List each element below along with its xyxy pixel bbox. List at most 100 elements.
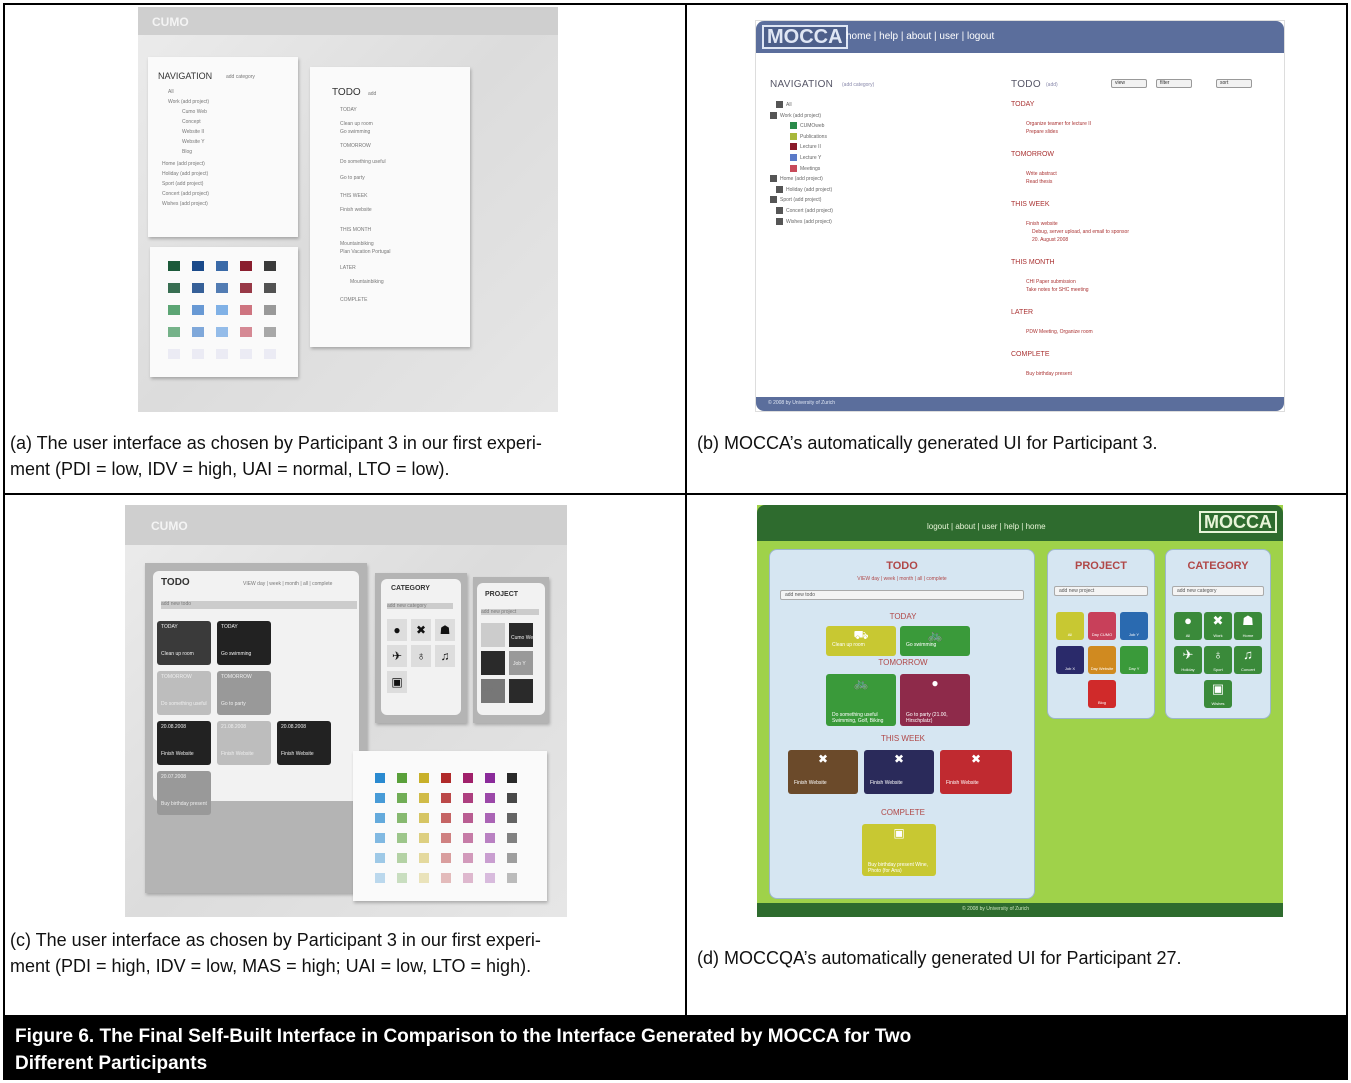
todo-card[interactable]: ✖Finish Website — [864, 750, 934, 794]
nav-item[interactable]: Concert (add project) — [786, 208, 833, 214]
todo-card[interactable]: ●Go to party (21.00, Hirschplatz) — [900, 674, 970, 726]
todo-card[interactable]: 🚲Go swimming — [900, 626, 970, 656]
paper-nav-item: Home (add project) — [162, 161, 205, 167]
view-button[interactable]: view — [1111, 79, 1147, 88]
todo-card-label: Buy birthday present — [161, 801, 207, 807]
todo-section-title: TOMORROW — [878, 658, 928, 667]
project-tile[interactable]: Job X — [1056, 646, 1084, 674]
nav-item[interactable]: Holiday (add project) — [786, 186, 833, 193]
filter-button[interactable]: filter — [1156, 79, 1192, 88]
todo-card[interactable]: ✖Finish Website — [788, 750, 858, 794]
project-tile[interactable]: Day Website — [1088, 646, 1116, 674]
nav-item[interactable]: Publications — [800, 133, 827, 140]
todo-card-icon: ✖ — [970, 752, 982, 766]
category-tile[interactable]: ✈Holiday — [1174, 646, 1202, 674]
todo-item[interactable]: Prepare slides — [1026, 129, 1058, 135]
nav-item[interactable]: Meetings — [800, 165, 821, 172]
todo-item[interactable]: Debug, server upload, and email to spons… — [1032, 229, 1130, 235]
todo-card-icon: ⛟ — [853, 628, 869, 642]
todo-card[interactable]: 🚲Do something useful Swimming, Golf, Bik… — [826, 674, 896, 726]
color-swatch — [463, 773, 473, 783]
color-swatch — [397, 793, 407, 803]
figure-title-line2: Different Participants — [15, 1053, 208, 1074]
paper-todo-item: Finish website — [340, 207, 372, 213]
paper-nav-item: All — [168, 89, 174, 95]
category-tile[interactable]: ☗Home — [1234, 612, 1262, 640]
paper-nav-item: Sport (add project) — [162, 181, 204, 187]
color-swatch — [419, 853, 429, 863]
add-category-dropdown[interactable]: add new category — [1172, 586, 1264, 596]
nav-item-color-square — [790, 164, 797, 172]
top-nav[interactable]: home | help | about | user | logout — [846, 31, 995, 42]
nav-item[interactable]: Wishes (add project) — [786, 218, 832, 225]
nav-item[interactable]: Home (add project) — [780, 176, 823, 183]
nav-item[interactable]: CUMOweb — [800, 123, 825, 130]
todo-section-title: THIS MONTH — [1011, 259, 1055, 266]
figure-title-bar: Figure 6. The Final Self-Built Interface… — [5, 1015, 1346, 1080]
todo-card[interactable]: ✖Finish Website — [940, 750, 1012, 794]
project-tile[interactable]: All — [1056, 612, 1084, 640]
category-tile[interactable]: ✖Work — [1204, 612, 1232, 640]
todo-view[interactable]: VIEW day | week | month | all | complete — [857, 576, 947, 582]
paper-todo: TODO add TODAY Clean up room Go swimming… — [310, 67, 470, 347]
todo-card[interactable]: ▣Buy birthday present Wine, Photo (for A… — [862, 824, 936, 876]
color-swatch — [485, 873, 495, 883]
todo-item[interactable]: CHI Paper submission — [1026, 279, 1076, 285]
todo-item[interactable]: Take notes for SHC meeting — [1026, 287, 1089, 293]
todo-item[interactable]: PDW Meeting, Organize room — [1026, 329, 1093, 335]
todo-item[interactable]: Buy birthday present — [1026, 371, 1072, 377]
color-swatch — [419, 873, 429, 883]
todo-item[interactable]: Write abstract — [1026, 171, 1057, 177]
project-tile-label: Blog — [483, 687, 494, 693]
paper-todo-item: Clean up room — [340, 121, 373, 127]
category-tile[interactable]: ●All — [1174, 612, 1202, 640]
category-icon: ● — [387, 619, 407, 641]
todo-item[interactable]: 20. August 2008 — [1032, 237, 1069, 243]
color-swatch — [441, 793, 451, 803]
nav-item-color-square — [790, 143, 797, 151]
sort-button[interactable]: sort — [1216, 79, 1252, 88]
color-swatch — [264, 305, 276, 315]
category-tile[interactable]: ▣Wishes — [1204, 680, 1232, 708]
project-tile-label: All — [1067, 632, 1073, 637]
color-swatch — [192, 283, 204, 293]
color-swatch — [441, 813, 451, 823]
color-swatch — [485, 773, 495, 783]
nav-item[interactable]: Lecture II — [800, 144, 821, 151]
todo-item[interactable]: Organize teamer for lecture II — [1026, 121, 1092, 127]
category-tile[interactable]: ♫Concert — [1234, 646, 1262, 674]
nav-item[interactable]: All — [786, 102, 792, 108]
todo-section-title: TOMORROW — [1011, 151, 1055, 158]
project-tile[interactable]: Job Y — [1120, 612, 1148, 640]
color-swatch — [216, 261, 228, 271]
paper-todo-section: THIS MONTH — [340, 227, 372, 233]
todo-item[interactable]: Read thesis — [1026, 179, 1053, 185]
nav-item[interactable]: Lecture Y — [800, 155, 822, 161]
caption-c-line2: ment (PDI = high, IDV = low, MAS = high;… — [10, 956, 532, 976]
category-icon: ✈ — [1182, 647, 1194, 662]
nav-item-color-square — [776, 101, 783, 108]
todo-item[interactable]: Finish website — [1026, 221, 1058, 227]
paper-todo-item: Mountainbiking — [340, 241, 374, 247]
category-panel: CATEGORY add new category ●All✖Work☗Home… — [1165, 549, 1271, 719]
project-tile[interactable]: Blog — [1088, 680, 1116, 708]
add-project-dropdown[interactable]: add new project — [1054, 586, 1148, 596]
color-swatch — [441, 853, 451, 863]
color-swatch — [397, 773, 407, 783]
color-swatch — [192, 261, 204, 271]
color-swatch — [264, 349, 276, 359]
nav-item[interactable]: Sport (add project) — [780, 197, 822, 204]
add-todo-dropdown[interactable]: add new todo — [780, 590, 1024, 600]
nav-item[interactable]: Work (add project) — [780, 112, 822, 119]
add-category-link[interactable]: (add category) — [842, 82, 875, 88]
project-tile[interactable]: Day CUMO — [1088, 612, 1116, 640]
top-nav[interactable]: logout | about | user | help | home — [927, 522, 1046, 531]
add-todo-link[interactable]: (add) — [1046, 82, 1058, 88]
category-tile-label: Sport — [1213, 667, 1223, 672]
project-tile[interactable]: Day Y — [1120, 646, 1148, 674]
todo-card[interactable]: ⛟Clean up room — [826, 626, 896, 656]
category-tile[interactable]: ♁Sport — [1204, 646, 1232, 674]
color-swatch — [168, 327, 180, 337]
